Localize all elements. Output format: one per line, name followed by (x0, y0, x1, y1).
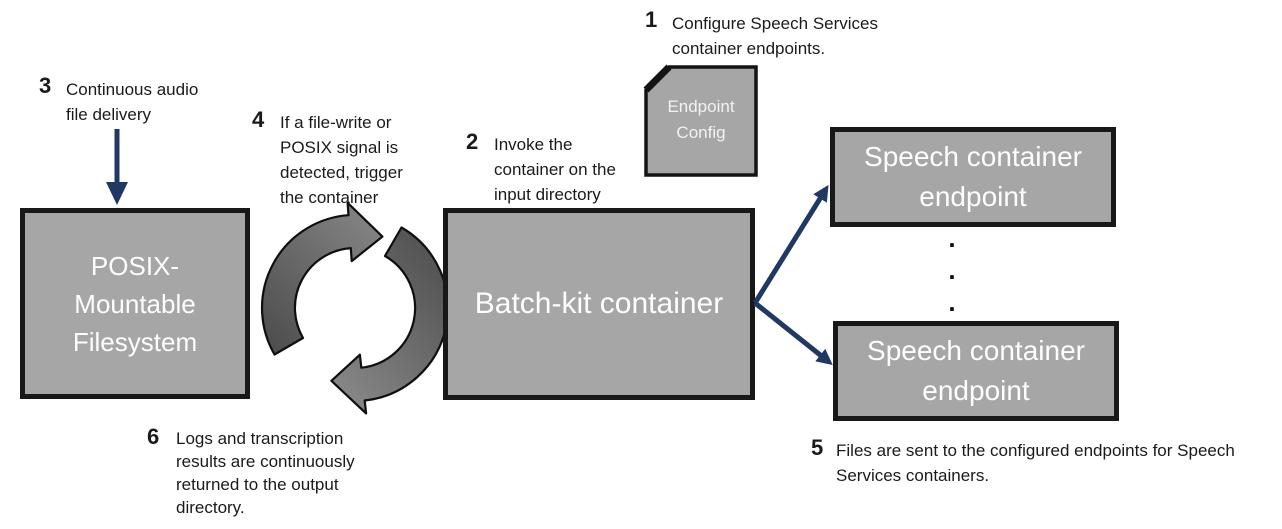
step-3-note: Continuous audio file delivery (66, 80, 199, 124)
down-arrow-icon (106, 129, 128, 205)
arrow-to-top-endpoint (752, 184, 829, 305)
step-1-note: Configure Speech Services container endp… (672, 14, 879, 58)
step-5-number: 5 (811, 435, 824, 460)
cycle-arrows-icon (260, 202, 449, 415)
ellipsis-dots: . . . (948, 223, 956, 317)
arrow-to-bottom-endpoint (753, 301, 833, 365)
endpoint-config-shape (643, 64, 758, 177)
batch-kit-container-node: Batch-kit container (443, 208, 755, 400)
step-2-number: 2 (466, 129, 479, 154)
folded-corner-icon (643, 64, 672, 93)
speech-endpoint-bottom-node: Speech container endpoint (833, 321, 1119, 421)
step-1-number: 1 (645, 7, 658, 32)
cycle-arrow-top (260, 202, 384, 356)
speech-endpoint-top-node: Speech container endpoint (830, 127, 1116, 227)
step-4-number: 4 (252, 107, 265, 132)
step-6-number: 6 (147, 424, 160, 449)
step-4-note: If a file-write or POSIX signal is detec… (280, 113, 403, 207)
endpoint-config-label: Endpoint Config (667, 97, 735, 142)
step-2-note: Invoke the container on the input direct… (494, 135, 616, 204)
step-6-note: Logs and transcription results are conti… (176, 429, 355, 517)
cycle-arrow-bottom (330, 226, 449, 415)
posix-filesystem-node: POSIX- Mountable Filesystem (20, 208, 250, 399)
fan-arrows-icon (752, 184, 833, 365)
step-5-note: Files are sent to the configured endpoin… (836, 441, 1235, 485)
step-3-number: 3 (39, 73, 52, 98)
